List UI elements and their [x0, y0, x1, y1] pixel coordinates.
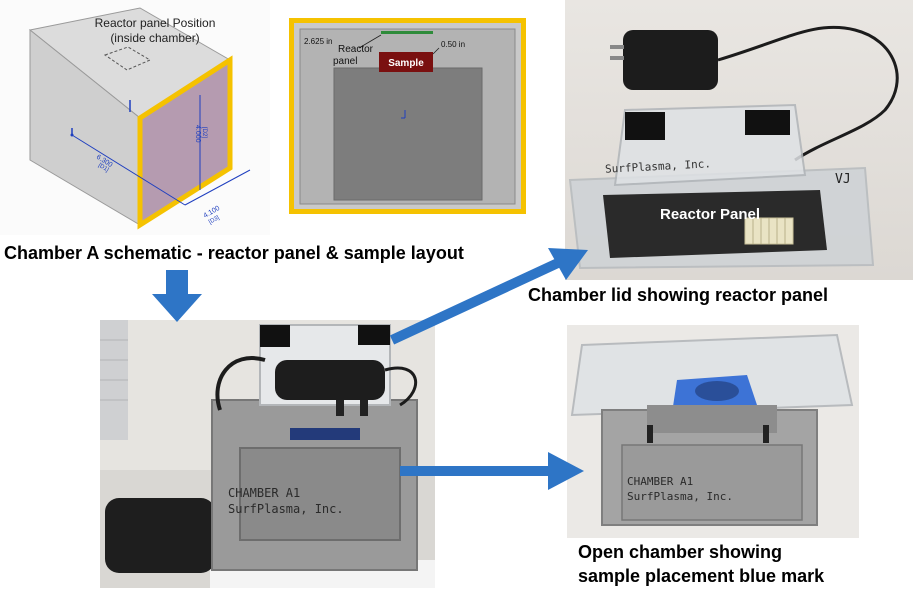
- front-view-drawing: Sample 2.625 in 0.50 in Reactor panel: [294, 23, 521, 209]
- schematic-caption: Chamber A schematic - reactor panel & sa…: [4, 243, 464, 263]
- reactor-panel-photo-label: Reactor Panel: [660, 206, 761, 223]
- down-arrow-icon: [152, 270, 202, 322]
- dim-length-sub-text: [D1]: [97, 163, 110, 174]
- chamber-open-label-line2: SurfPlasma, Inc.: [627, 490, 733, 503]
- chamber-main-photo: CHAMBER A1 SurfPlasma, Inc.: [100, 320, 435, 588]
- reactor-label-line2: panel: [333, 56, 357, 67]
- chamber-open-drawing: [570, 333, 854, 526]
- dim-left-text: 2.625 in: [304, 37, 332, 46]
- chamber-main-label-line1: CHAMBER A1: [228, 486, 301, 500]
- dim-right-text: 0.50 in: [441, 40, 465, 49]
- diagonal-arrow-icon: [389, 248, 588, 345]
- reactor-label-line1: Reactor: [338, 44, 374, 55]
- open-caption-line2: sample placement blue mark: [578, 566, 825, 586]
- lid-photo-drawing: [568, 25, 899, 270]
- chamber-open-label-line1: CHAMBER A1: [627, 475, 694, 488]
- chamber-3d-schematic: 6.300 [D1] 4.000 [D2] 4.100 [D3] Reactor…: [0, 0, 270, 235]
- dim-width-sub-text: [D3]: [208, 215, 221, 226]
- dim-height-sub-text: [D2]: [201, 127, 207, 138]
- front-view-schematic: Sample 2.625 in 0.50 in Reactor panel: [289, 18, 526, 214]
- chamber-main-label-line2: SurfPlasma, Inc.: [228, 502, 344, 516]
- dim-height-text: 4.000: [194, 125, 201, 143]
- right-arrow-icon: [400, 452, 584, 490]
- lid-caption: Chamber lid showing reactor panel: [528, 285, 829, 305]
- schematic-title-line1: Reactor panel Position: [95, 16, 216, 30]
- lid-marker-text: VJ: [835, 172, 851, 187]
- lid-photo: Reactor Panel VJ SurfPlasma, Inc.: [565, 0, 913, 280]
- chamber-3d-drawing: 6.300 [D1] 4.000 [D2] 4.100 [D3] Reactor…: [28, 7, 251, 230]
- sample-label: Sample: [388, 58, 424, 69]
- open-caption-line1: Open chamber showing: [578, 542, 783, 562]
- chamber-main-drawing: [100, 320, 435, 588]
- chamber-open-photo: CHAMBER A1 SurfPlasma, Inc.: [567, 325, 859, 538]
- schematic-title-line2: (inside chamber): [110, 31, 199, 45]
